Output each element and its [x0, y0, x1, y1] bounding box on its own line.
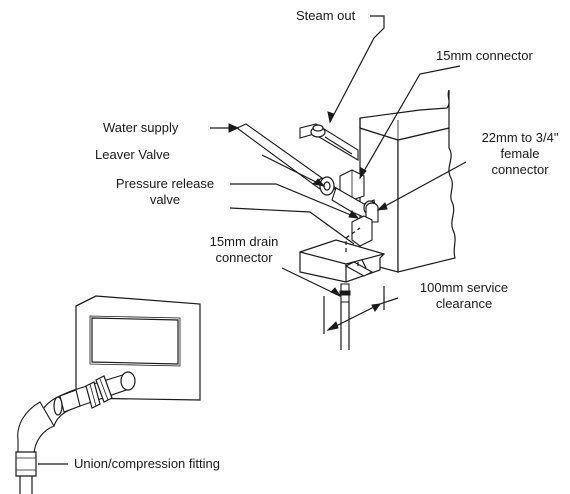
- label-pressure-line2: valve: [149, 192, 181, 207]
- drain-connector: [339, 259, 374, 350]
- pressure-release-valve: [351, 202, 379, 247]
- label-22mm-line2: female: [500, 146, 540, 161]
- service-clearance-dimension: [323, 286, 399, 334]
- lower-unit-box: [75, 295, 201, 401]
- label-service-clearance: 100mm service clearance: [404, 280, 524, 312]
- label-leaver-valve: Leaver Valve: [95, 147, 170, 162]
- label-pressure-line1: Pressure release: [115, 176, 215, 191]
- leader-lines: [210, 15, 467, 298]
- steam-generator-box: [359, 89, 456, 273]
- label-15mm-connector: 15mm connector: [436, 48, 533, 63]
- label-22mm-line1: 22mm to 3/4": [481, 130, 559, 145]
- steam-out-pipe: [299, 123, 359, 161]
- label-water-supply: Water supply: [103, 120, 179, 135]
- label-22mm-line3: connector: [491, 162, 549, 177]
- label-22mm-female-connector: 22mm to 3/4" female connector: [470, 130, 570, 178]
- label-service-line1: 100mm service: [419, 280, 509, 295]
- leaver-valve: [319, 176, 335, 196]
- label-union-compression-fitting: Union/compression fitting: [74, 456, 220, 471]
- union-compression-fitting: [15, 371, 136, 494]
- label-pressure-release-valve: Pressure release valve: [100, 176, 230, 208]
- connector-15mm-fitting: [339, 169, 365, 201]
- label-15mm-drain-connector: 15mm drain connector: [192, 234, 296, 266]
- label-service-line2: clearance: [435, 296, 493, 311]
- label-drain-line1: 15mm drain: [209, 234, 279, 249]
- label-steam-out: Steam out: [296, 8, 356, 23]
- label-drain-line2: connector: [215, 250, 273, 265]
